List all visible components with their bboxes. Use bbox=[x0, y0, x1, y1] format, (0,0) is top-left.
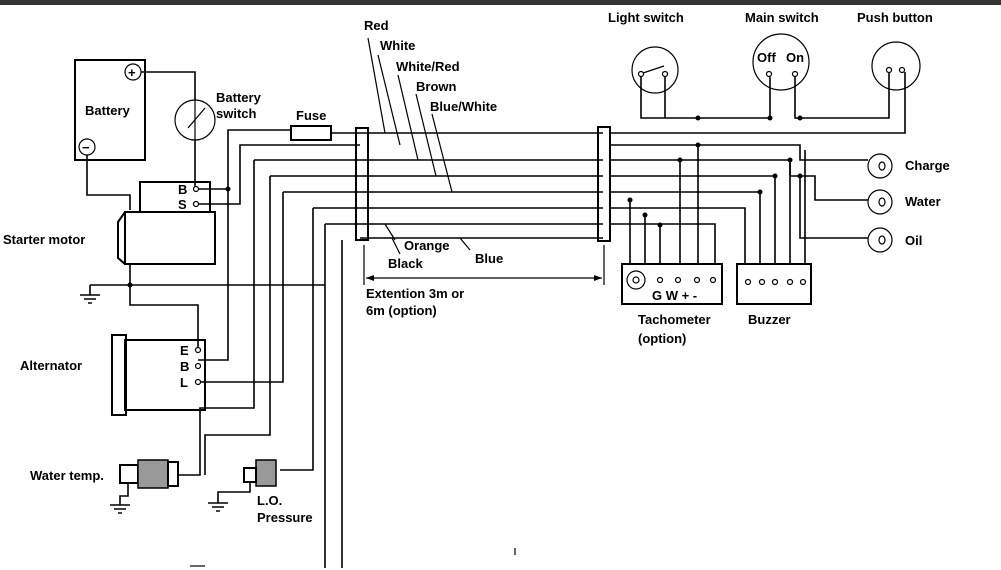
alternator-term-l: L bbox=[180, 375, 188, 390]
wire-label-blue-white: Blue/White bbox=[430, 99, 497, 114]
panel-wire-tach bbox=[629, 145, 699, 264]
main-switch-on: On bbox=[786, 50, 804, 65]
alternator-ground bbox=[129, 285, 199, 350]
fuse bbox=[290, 125, 332, 141]
ground-symbol-1 bbox=[80, 285, 100, 304]
panel-wire-main bbox=[794, 72, 890, 119]
panel-wire-buzzer-down bbox=[759, 150, 806, 264]
starter-motor-label: Starter motor bbox=[3, 232, 85, 247]
wire-label-blue: Blue bbox=[475, 251, 503, 266]
wire-label-white: White bbox=[380, 38, 415, 53]
battery-plus: + bbox=[128, 65, 136, 80]
wire-label-black: Black bbox=[388, 256, 423, 271]
top-border bbox=[0, 0, 1001, 5]
panel-wire-oil bbox=[799, 176, 868, 239]
battery-switch bbox=[174, 99, 216, 141]
alternator-term-b: B bbox=[180, 359, 189, 374]
lo-pressure-label-2: Pressure bbox=[257, 510, 313, 525]
lo-pressure-sensor bbox=[208, 459, 277, 512]
battery-switch-label-1: Battery bbox=[216, 90, 262, 105]
wire-label-white-red: White/Red bbox=[396, 59, 460, 74]
main-switch bbox=[752, 33, 810, 91]
buzzer-label: Buzzer bbox=[748, 312, 791, 327]
panel-wire-water bbox=[610, 159, 868, 201]
connector-right bbox=[597, 126, 611, 242]
alternator-label: Alternator bbox=[20, 358, 82, 373]
battery bbox=[74, 59, 146, 161]
wire-starter-to-alt-b bbox=[198, 189, 229, 361]
oil-lamp bbox=[867, 227, 893, 253]
extension-label-1: Extention 3m or bbox=[366, 286, 464, 301]
buzzer bbox=[736, 263, 812, 305]
starter-term-s: S bbox=[178, 197, 187, 212]
wire-starter-b-to-fuse bbox=[198, 129, 291, 190]
light-switch-label: Light switch bbox=[608, 10, 684, 25]
water-temp-sensor bbox=[110, 459, 179, 514]
water-lamp bbox=[867, 189, 893, 215]
push-button-label: Push button bbox=[857, 10, 933, 25]
alternator bbox=[111, 334, 206, 416]
wire-leaders bbox=[367, 37, 471, 255]
wire-label-red: Red bbox=[364, 18, 389, 33]
tachometer-terminals: G W + - bbox=[652, 288, 697, 303]
water-temp-label: Water temp. bbox=[30, 468, 104, 483]
lo-pressure-label-1: L.O. bbox=[257, 493, 282, 508]
extension-label-2: 6m (option) bbox=[366, 303, 437, 318]
fuse-label: Fuse bbox=[296, 108, 326, 123]
wire-alt-l bbox=[198, 192, 284, 383]
main-switch-label: Main switch bbox=[745, 10, 819, 25]
starter-term-b: B bbox=[178, 182, 187, 197]
charge-label: Charge bbox=[905, 158, 950, 173]
oil-label: Oil bbox=[905, 233, 922, 248]
panel-wire-charge bbox=[610, 144, 868, 161]
starter-motor bbox=[117, 181, 216, 265]
wire-starter-s bbox=[198, 144, 360, 205]
wire-lo-pressure bbox=[280, 208, 314, 471]
water-label: Water bbox=[905, 194, 941, 209]
tachometer-label-2: (option) bbox=[638, 331, 686, 346]
wire-white-red-down bbox=[204, 176, 271, 475]
battery-switch-label-2: switch bbox=[216, 106, 257, 121]
light-switch bbox=[631, 46, 679, 94]
tachometer-label-1: Tachometer bbox=[638, 312, 711, 327]
panel-wire-buzzer bbox=[610, 175, 775, 264]
wire-label-brown: Brown bbox=[416, 79, 457, 94]
panel-wire-light bbox=[640, 77, 771, 119]
battery-minus: − bbox=[82, 140, 90, 155]
charge-lamp bbox=[867, 153, 893, 179]
battery-negative-wire bbox=[86, 155, 131, 210]
battery-label: Battery bbox=[85, 103, 131, 118]
battery-positive-wire bbox=[141, 71, 196, 100]
junction-dots bbox=[627, 115, 803, 228]
main-switch-off: Off bbox=[757, 50, 776, 65]
extension-dimension bbox=[363, 245, 605, 285]
panel-wire-tach-minus bbox=[610, 223, 716, 264]
alternator-term-e: E bbox=[180, 343, 189, 358]
wire-water-temp bbox=[178, 160, 255, 476]
wire-label-orange: Orange bbox=[404, 238, 450, 253]
tachometer bbox=[621, 263, 723, 305]
connector-left bbox=[355, 127, 369, 241]
push-button bbox=[871, 41, 921, 91]
panel-wire-red bbox=[610, 72, 906, 134]
